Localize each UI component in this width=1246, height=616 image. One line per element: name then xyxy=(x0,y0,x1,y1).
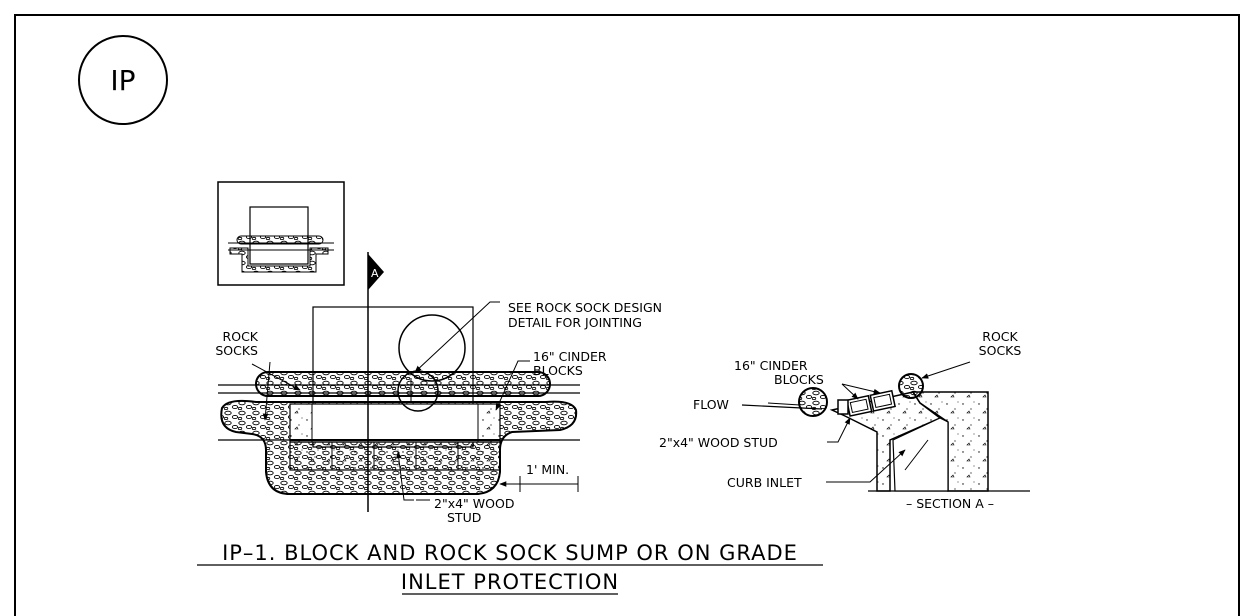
label-flow: FLOW xyxy=(693,397,729,412)
label-wood-stud-right: 2"x4" WOOD STUD xyxy=(659,435,778,450)
label-section-a: – SECTION A – xyxy=(906,496,994,511)
key-plan-thumbnail xyxy=(217,181,345,286)
title-line-2: INLET PROTECTION xyxy=(401,570,619,594)
section-a-view xyxy=(741,361,1030,492)
label-wood-stud-left: 2"x4" WOOD xyxy=(434,496,514,511)
label-rock-socks-right-2: SOCKS xyxy=(979,343,1022,358)
label-rock-socks-left: ROCK xyxy=(223,329,259,344)
badge-text: IP xyxy=(110,64,135,97)
label-curb-inlet: CURB INLET xyxy=(727,475,802,490)
label-rock-socks-right: ROCK xyxy=(982,329,1018,344)
label-see-design: SEE ROCK SOCK DESIGN xyxy=(508,300,662,315)
label-cinder-right: 16" CINDER xyxy=(734,358,808,373)
section-marker: A xyxy=(371,267,379,280)
drawing-frame xyxy=(14,14,1240,616)
label-cinder-left-2: BLOCKS xyxy=(533,363,583,378)
ip-badge: IP xyxy=(78,35,168,125)
label-see-design-2: DETAIL FOR JOINTING xyxy=(508,315,642,330)
label-wood-stud-left-2: STUD xyxy=(447,510,481,525)
plan-view: A xyxy=(218,252,580,512)
label-min-1ft: 1' MIN. xyxy=(526,462,569,477)
title-line-1: IP–1. BLOCK AND ROCK SOCK SUMP OR ON GRA… xyxy=(222,541,798,565)
label-cinder-left: 16" CINDER xyxy=(533,349,607,364)
label-rock-socks-left-2: SOCKS xyxy=(215,343,258,358)
label-cinder-right-2: BLOCKS xyxy=(774,372,824,387)
